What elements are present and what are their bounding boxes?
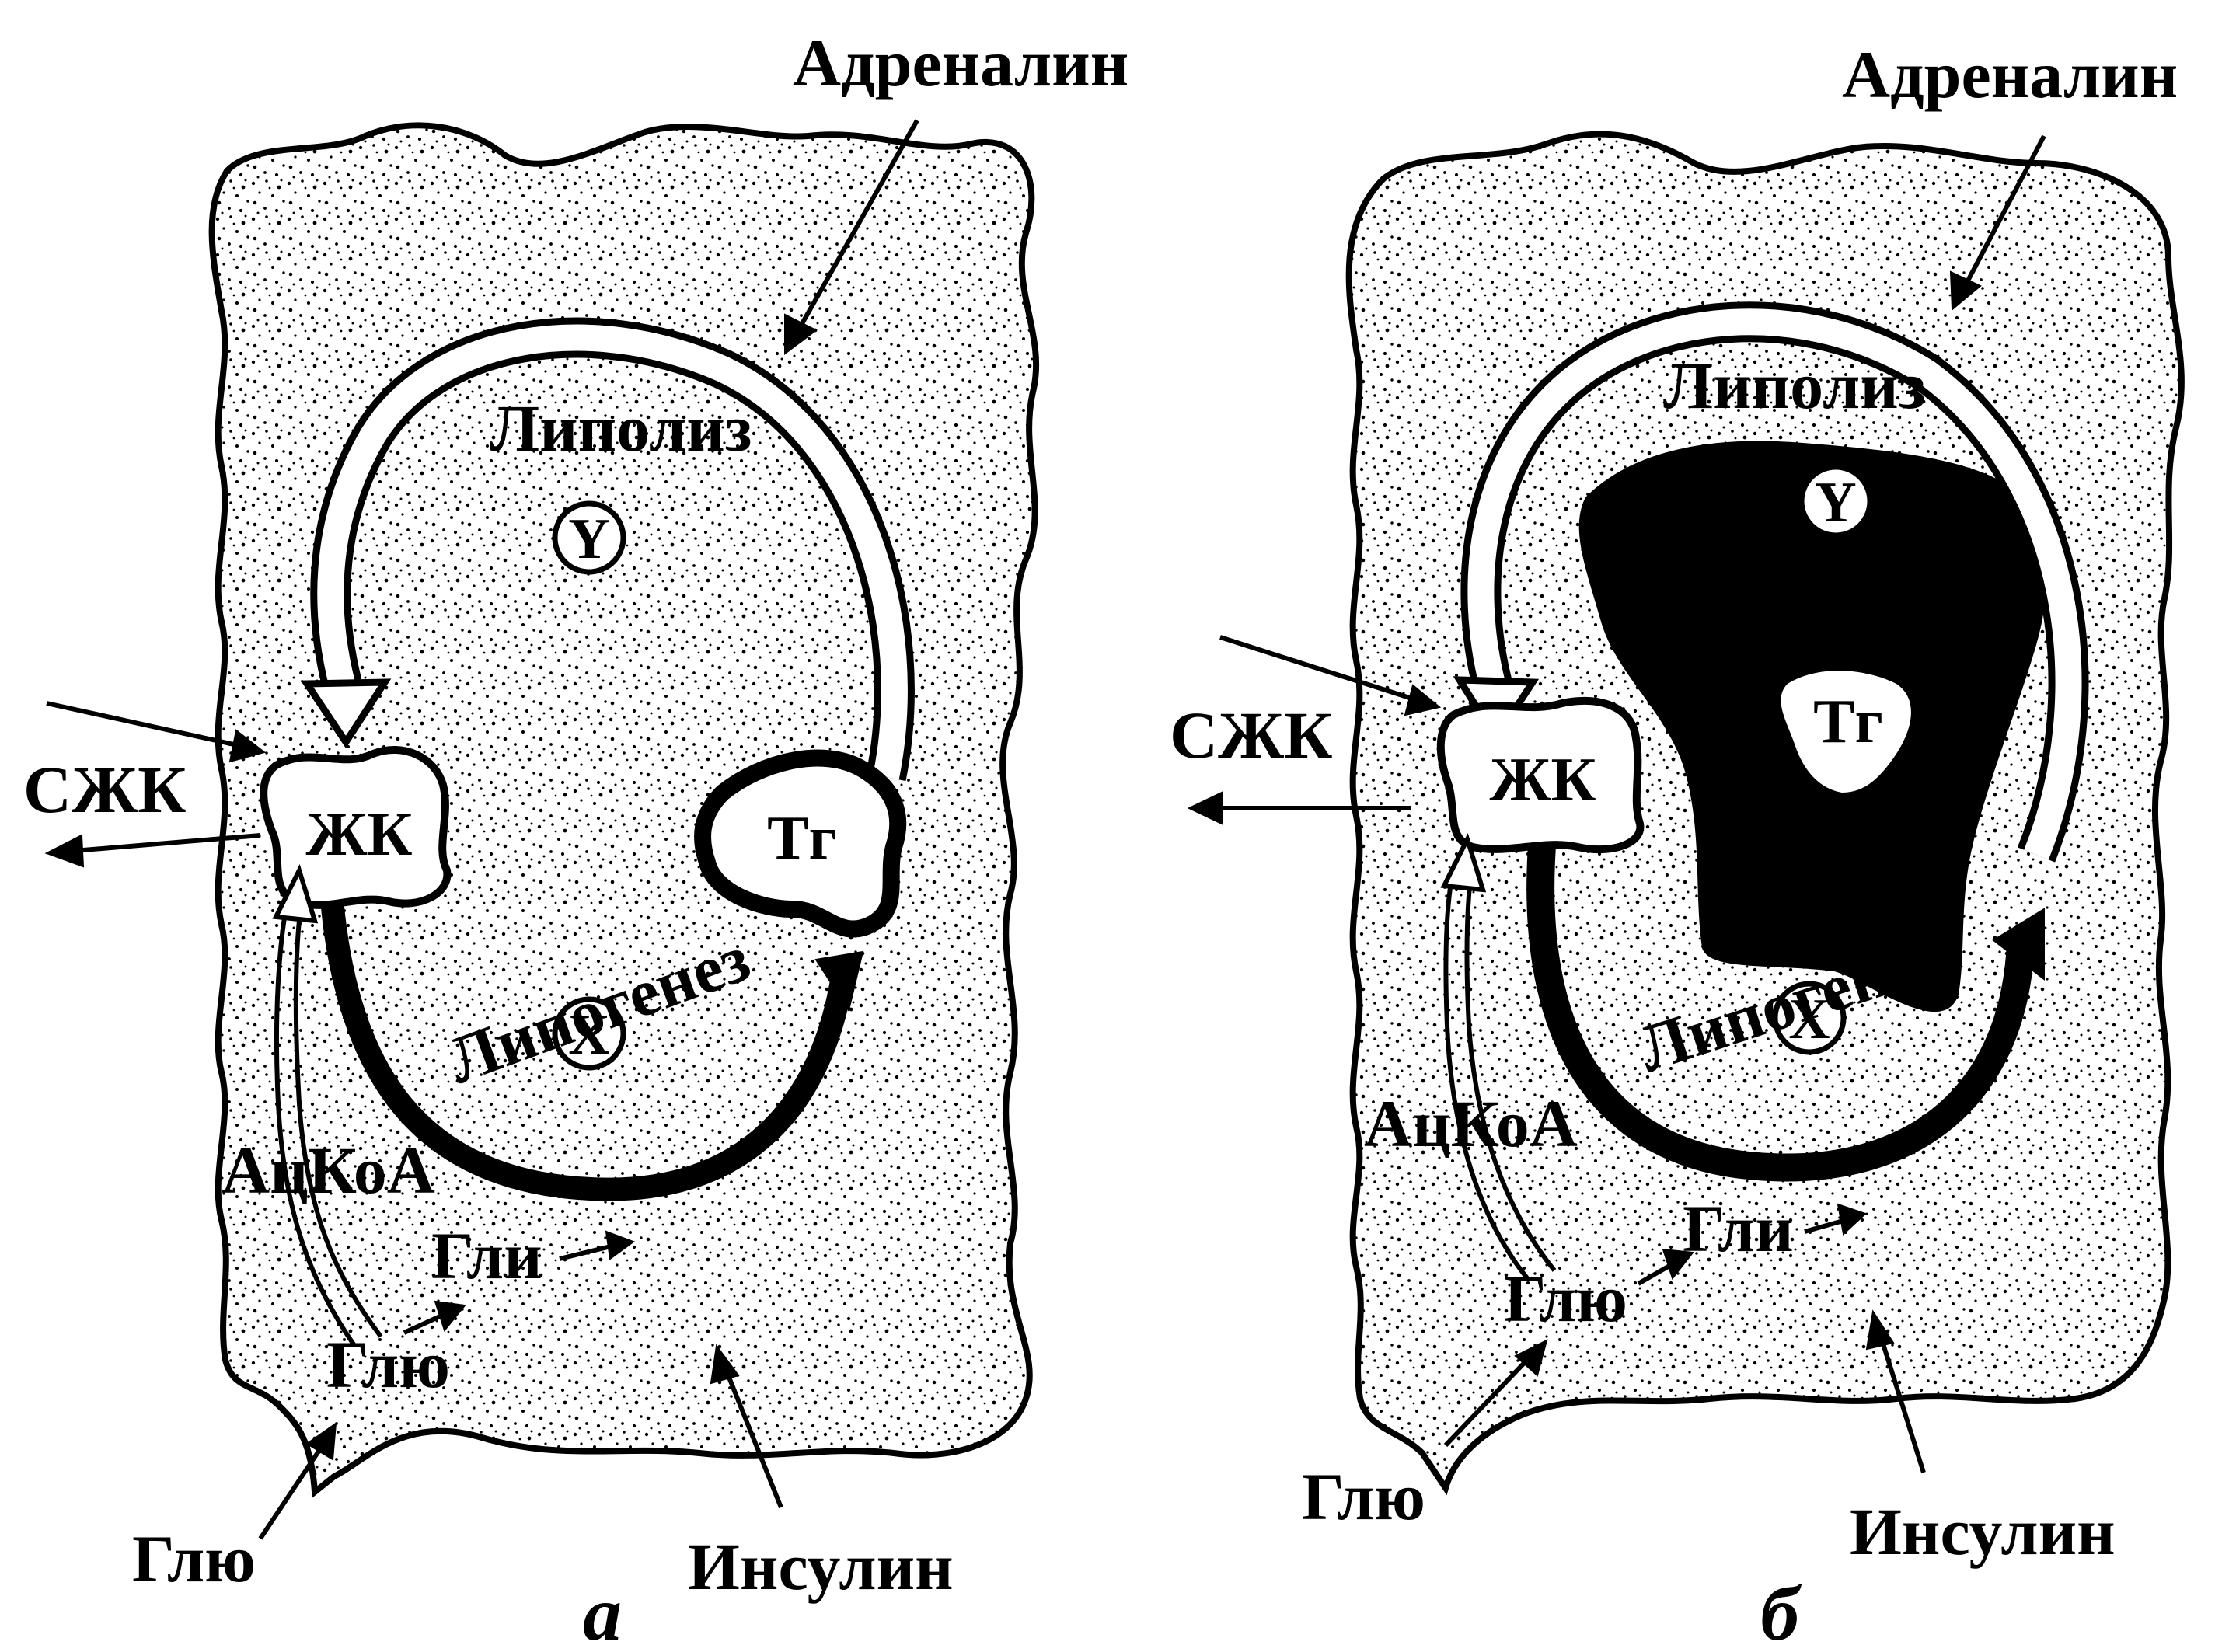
adrenaline-label: Адреналин [793, 26, 1128, 100]
lipolysis-label: Липолиз [490, 391, 752, 465]
panel-b: ЖК Тг Y X Липолиз Липогенез Адреналин СЖ… [1170, 37, 2182, 1652]
ffa-out-arrowhead [47, 835, 83, 866]
fa-node-label: ЖК [305, 800, 412, 869]
tg-node-label: Тг [1813, 688, 1883, 756]
insulin-label: Инсулин [688, 1529, 954, 1604]
tg-node-label: Тг [767, 804, 837, 873]
adrenaline-label: Адреналин [1842, 37, 2178, 112]
y-node-label: Y [1815, 471, 1856, 535]
ffa-label: СЖК [23, 752, 187, 827]
y-node-label: Y [568, 507, 609, 571]
glucose-inside-label: Глю [1504, 1261, 1627, 1336]
acyl-coa-label: АцКоА [222, 1133, 435, 1208]
ffa-out-arrowhead [1189, 793, 1222, 824]
insulin-label: Инсулин [1850, 1494, 2116, 1569]
glycerol-label: Гли [1683, 1191, 1794, 1266]
panel-caption: б [1760, 1570, 1802, 1652]
ffa-in-arrow [47, 703, 241, 746]
fa-node-label: ЖК [1489, 746, 1596, 814]
acyl-coa-label: АцКоА [1364, 1086, 1578, 1161]
glycerol-label: Гли [431, 1218, 542, 1293]
panel-a: ЖК Тг Y X Липолиз Липогенез Адреналин СЖ… [23, 26, 1128, 1652]
panel-caption: а [583, 1570, 622, 1652]
glucose-inside-label: Глю [326, 1327, 450, 1402]
glucose-outside-label: Глю [1302, 1459, 1425, 1534]
glucose-outside-label: Глю [132, 1521, 256, 1596]
lipolysis-label: Липолиз [1663, 348, 1925, 423]
ffa-label: СЖК [1170, 698, 1333, 772]
